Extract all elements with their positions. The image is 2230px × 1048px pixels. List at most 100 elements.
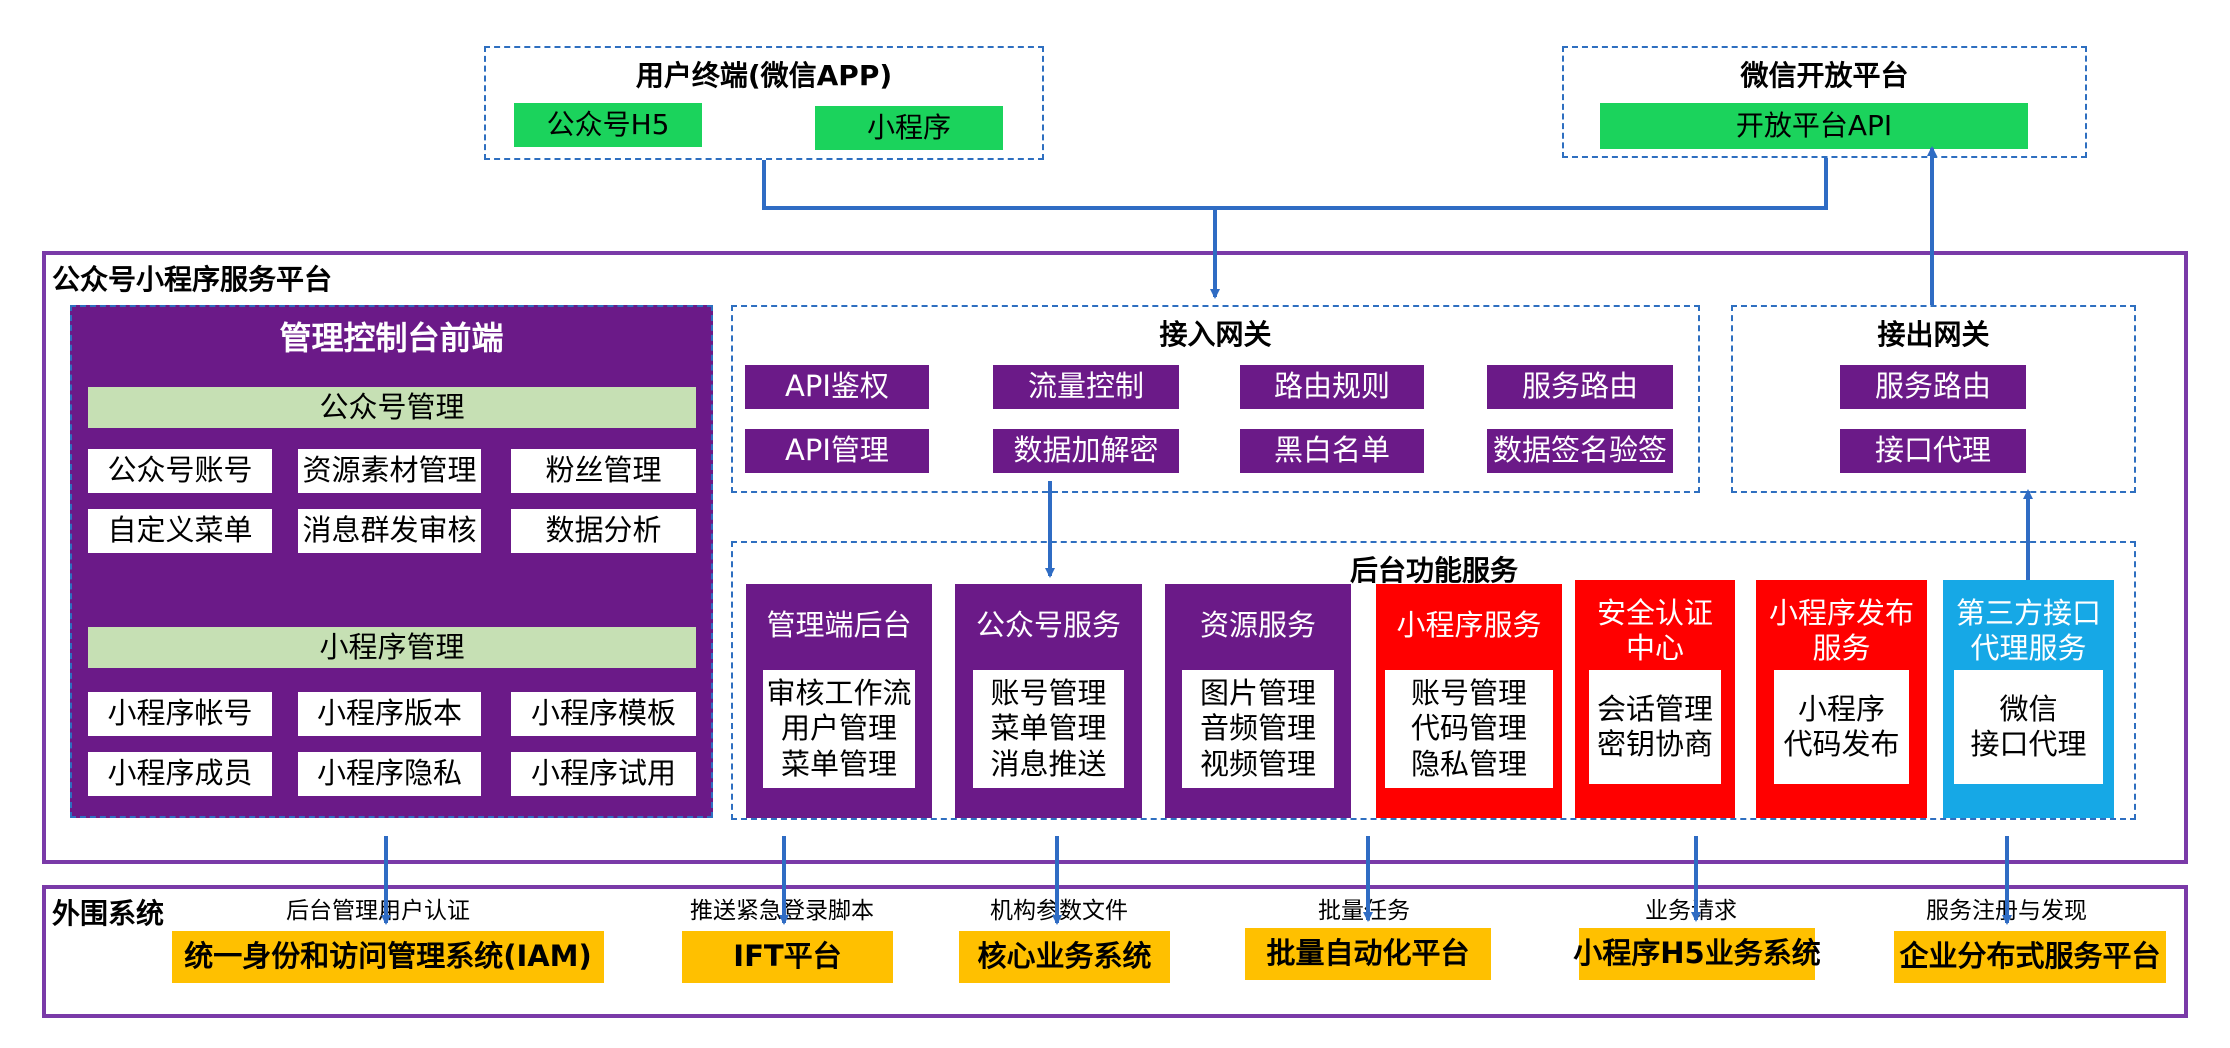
oa-item-account: 公众号账号 (88, 449, 272, 493)
egress-item-service-routing: 服务路由 (1840, 365, 2026, 409)
service-security-auth: 安全认证 中心 会话管理 密钥协商 (1575, 580, 1735, 818)
connector-terminal-merge (762, 158, 1828, 210)
service-resources-line: 音频管理 (1199, 711, 1316, 746)
service-miniprogram-body: 账号管理 代码管理 隐私管理 (1385, 670, 1553, 788)
mp-management-header: 小程序管理 (88, 627, 696, 668)
terminal-item-miniprogram: 小程序 (815, 106, 1003, 150)
service-admin-backend-title: 管理端后台 (766, 608, 912, 643)
service-admin-backend: 管理端后台 审核工作流 用户管理 菜单管理 (746, 584, 932, 818)
service-admin-backend-body: 审核工作流 用户管理 菜单管理 (763, 670, 915, 788)
ingress-gateway-title: 接入网关 (1159, 318, 1272, 351)
service-platform-frame (42, 251, 2188, 864)
service-oa-body: 账号管理 菜单管理 消息推送 (973, 670, 1124, 788)
service-third-party-proxy-body: 微信 接口代理 (1954, 670, 2103, 784)
service-security-auth-title-line: 中心 (1625, 631, 1684, 665)
external-system-ift: IFT平台 (682, 931, 893, 983)
oa-item-broadcast-review: 消息群发审核 (298, 509, 481, 553)
mp-item-version: 小程序版本 (298, 692, 481, 736)
service-oa: 公众号服务 账号管理 菜单管理 消息推送 (955, 584, 1142, 818)
service-mp-publish-body: 小程序 代码发布 (1774, 670, 1909, 784)
egress-gateway-box (1731, 305, 2136, 493)
console-title: 管理控制台前端 (279, 319, 504, 357)
service-platform-title: 公众号小程序服务平台 (52, 263, 333, 296)
service-mp-publish-title: 小程序发布 服务 (1756, 596, 1927, 666)
service-security-auth-body: 会话管理 密钥协商 (1589, 670, 1721, 784)
mp-item-members: 小程序成员 (88, 752, 272, 796)
service-third-party-proxy-line: 接口代理 (1970, 727, 2087, 761)
egress-item-interface-proxy: 接口代理 (1840, 429, 2026, 473)
service-miniprogram-line: 代码管理 (1410, 711, 1527, 746)
console-panel (70, 305, 713, 818)
external-caption-registry: 服务注册与发现 (1926, 898, 2087, 924)
backend-services-title: 后台功能服务 (1350, 554, 1519, 587)
service-third-party-proxy-title-line: 代理服务 (1970, 631, 2087, 665)
wechat-open-platform-title: 微信开放平台 (1740, 59, 1909, 92)
mp-item-privacy: 小程序隐私 (298, 752, 481, 796)
external-system-iam: 统一身份和访问管理系统(IAM) (172, 931, 604, 983)
ingress-item-data-signature: 数据签名验签 (1487, 429, 1673, 473)
service-security-auth-title: 安全认证 中心 (1575, 596, 1735, 666)
oa-item-resources: 资源素材管理 (298, 449, 481, 493)
external-system-distributed: 企业分布式服务平台 (1894, 931, 2166, 983)
service-oa-line: 账号管理 (990, 675, 1107, 710)
external-caption-ift: 推送紧急登录脚本 (690, 898, 874, 924)
service-mp-publish-title-line: 服务 (1812, 631, 1871, 665)
ingress-item-flow-control: 流量控制 (993, 365, 1179, 409)
service-security-auth-title-line: 安全认证 (1596, 595, 1713, 630)
mp-item-template: 小程序模板 (511, 692, 696, 736)
external-system-core: 核心业务系统 (959, 931, 1170, 983)
backend-services-box (731, 541, 2136, 820)
service-mp-publish: 小程序发布 服务 小程序 代码发布 (1756, 580, 1927, 818)
external-system-batch: 批量自动化平台 (1245, 928, 1491, 980)
service-oa-line: 消息推送 (990, 746, 1107, 781)
service-mp-publish-line: 代码发布 (1783, 727, 1900, 761)
external-caption-iam: 后台管理用户认证 (286, 898, 470, 924)
external-system-h5-business: 小程序H5业务系统 (1573, 928, 1821, 980)
oa-item-analytics: 数据分析 (511, 509, 696, 553)
service-oa-line: 菜单管理 (990, 711, 1107, 746)
ingress-item-black-white-list: 黑白名单 (1240, 429, 1424, 473)
service-resources-title: 资源服务 (1199, 608, 1316, 643)
service-admin-backend-line: 菜单管理 (780, 746, 897, 781)
service-security-auth-line: 会话管理 (1596, 691, 1713, 726)
service-third-party-proxy-title: 第三方接口 代理服务 (1943, 596, 2114, 666)
service-resources-body: 图片管理 音频管理 视频管理 (1182, 670, 1334, 788)
service-miniprogram: 小程序服务 账号管理 代码管理 隐私管理 (1376, 584, 1562, 818)
user-terminal-title: 用户终端(微信APP) (635, 59, 893, 92)
mp-item-account: 小程序帐号 (88, 692, 272, 736)
service-resources-line: 视频管理 (1199, 746, 1316, 781)
ingress-item-data-encryption: 数据加解密 (993, 429, 1179, 473)
service-miniprogram-line: 账号管理 (1410, 675, 1527, 710)
service-third-party-proxy-title-line: 第三方接口 (1955, 595, 2101, 630)
external-systems-title: 外围系统 (52, 897, 165, 930)
terminal-item-oa-h5: 公众号H5 (514, 103, 702, 147)
service-resources: 资源服务 图片管理 音频管理 视频管理 (1165, 584, 1351, 818)
mp-item-trial: 小程序试用 (511, 752, 696, 796)
service-mp-publish-title-line: 小程序发布 (1768, 595, 1914, 630)
egress-gateway-title: 接出网关 (1877, 318, 1990, 351)
ingress-gateway-box (731, 305, 1700, 493)
service-resources-line: 图片管理 (1199, 675, 1316, 710)
external-caption-business: 业务请求 (1645, 898, 1737, 924)
ingress-item-api-auth: API鉴权 (745, 365, 929, 409)
service-security-auth-line: 密钥协商 (1596, 727, 1713, 761)
service-miniprogram-title: 小程序服务 (1396, 608, 1542, 643)
open-platform-api: 开放平台API (1600, 103, 2028, 149)
oa-management-header: 公众号管理 (88, 387, 696, 428)
wechat-open-platform-box (1562, 46, 2087, 158)
external-caption-core: 机构参数文件 (990, 898, 1128, 924)
ingress-item-routing-rules: 路由规则 (1240, 365, 1424, 409)
service-admin-backend-line: 用户管理 (780, 711, 897, 746)
service-admin-backend-line: 审核工作流 (766, 675, 912, 710)
external-caption-batch: 批量任务 (1318, 898, 1410, 924)
service-mp-publish-line: 小程序 (1797, 691, 1885, 726)
oa-item-custom-menu: 自定义菜单 (88, 509, 272, 553)
service-oa-title: 公众号服务 (975, 608, 1121, 643)
ingress-item-api-management: API管理 (745, 429, 929, 473)
ingress-item-service-routing: 服务路由 (1487, 365, 1673, 409)
service-third-party-proxy: 第三方接口 代理服务 微信 接口代理 (1943, 580, 2114, 818)
external-systems-frame (42, 885, 2188, 1018)
oa-item-fans: 粉丝管理 (511, 449, 696, 493)
service-third-party-proxy-line: 微信 (1999, 691, 2058, 726)
